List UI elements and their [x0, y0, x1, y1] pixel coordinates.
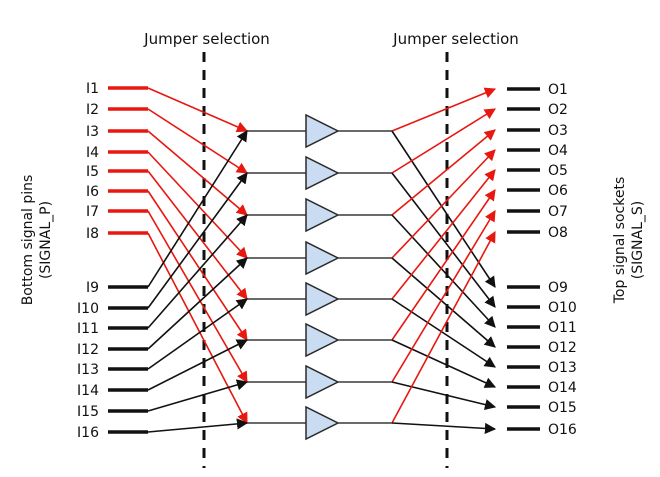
right-side-label-line1: Top signal sockets	[612, 177, 628, 305]
wire-layer	[147, 87, 497, 435]
left-jumper-header: Jumper selection	[143, 30, 270, 48]
output-label-7: O7	[548, 204, 568, 220]
output-label-12: O12	[548, 340, 577, 356]
output-wire-3	[391, 129, 496, 216]
input-label-2: I2	[86, 102, 99, 118]
input-wire-1	[147, 87, 249, 133]
buffer-4	[305, 240, 340, 276]
output-label-3: O3	[548, 123, 568, 139]
right-jumper-header: Jumper selection	[392, 30, 519, 48]
left-side-label-line2: (SIGNAL_P)	[38, 201, 54, 279]
input-wire-12	[147, 257, 248, 350]
right-side-label: Top signal sockets (SIGNAL_S)	[612, 177, 646, 305]
input-label-1: I1	[86, 81, 99, 97]
right-side-label-line2: (SIGNAL_S)	[630, 201, 646, 280]
output-wire-9	[391, 130, 496, 288]
left-side-label-line1: Bottom signal pins	[20, 175, 36, 306]
input-label-10: I10	[77, 301, 99, 317]
input-label-16: I16	[77, 425, 99, 441]
input-wire-16	[147, 418, 249, 433]
input-wire-5	[147, 170, 248, 300]
output-wire-2	[391, 108, 496, 174]
input-wire-2	[147, 108, 248, 174]
output-label-1: O1	[548, 82, 568, 98]
input-wire-4	[147, 151, 248, 259]
output-wire-10	[391, 172, 496, 308]
input-label-13: I13	[77, 362, 99, 378]
input-label-5: I5	[86, 164, 99, 180]
left-side-label: Bottom signal pins (SIGNAL_P)	[20, 175, 54, 306]
input-label-14: I14	[77, 383, 99, 399]
output-wire-13	[391, 298, 496, 368]
output-label-10: O10	[548, 300, 577, 316]
output-wire-4	[391, 149, 496, 259]
buffer-3	[305, 197, 340, 233]
input-wire-13	[147, 298, 248, 370]
output-label-6: O6	[548, 183, 568, 199]
output-wire-11	[391, 214, 496, 328]
output-label-11: O11	[548, 320, 577, 336]
input-wire-11	[147, 214, 248, 329]
output-wire-14	[391, 339, 497, 388]
output-wire-16	[391, 422, 497, 435]
input-label-4: I4	[86, 145, 99, 161]
buffer-5	[305, 281, 340, 317]
input-wire-6	[147, 190, 248, 341]
buffer-7	[305, 364, 340, 400]
input-wire-3	[147, 130, 248, 216]
buffer-8	[305, 405, 340, 441]
input-label-6: I6	[86, 184, 99, 200]
input-wire-9	[147, 130, 248, 288]
output-label-14: O14	[548, 380, 577, 396]
output-wire-6	[391, 189, 496, 341]
input-wire-15	[147, 379, 249, 412]
input-wire-7	[147, 210, 248, 383]
output-label-15: O15	[548, 400, 577, 416]
output-label-16: O16	[548, 422, 577, 438]
input-wire-8	[147, 232, 248, 424]
input-label-15: I15	[77, 404, 99, 420]
output-wire-8	[391, 231, 496, 424]
output-label-4: O4	[548, 143, 568, 159]
output-wire-15	[391, 381, 497, 411]
output-label-13: O13	[548, 360, 577, 376]
input-label-11: I11	[77, 321, 99, 337]
output-wire-7	[391, 210, 496, 383]
output-label-9: O9	[548, 280, 568, 296]
output-wire-1	[391, 87, 497, 132]
output-wire-5	[391, 169, 496, 300]
output-label-2: O2	[548, 102, 568, 118]
output-wire-12	[391, 257, 496, 348]
buffer-1	[305, 113, 340, 149]
output-label-8: O8	[548, 225, 568, 241]
input-label-12: I12	[77, 342, 99, 358]
buffer-2	[305, 155, 340, 191]
output-label-5: O5	[548, 163, 568, 179]
input-label-8: I8	[86, 226, 99, 242]
buffer-column	[305, 113, 340, 441]
input-wire-10	[147, 172, 248, 309]
buffer-6	[305, 322, 340, 358]
input-wire-14	[147, 339, 248, 391]
input-label-3: I3	[86, 124, 99, 140]
input-label-7: I7	[86, 204, 99, 220]
input-label-9: I9	[86, 280, 99, 296]
